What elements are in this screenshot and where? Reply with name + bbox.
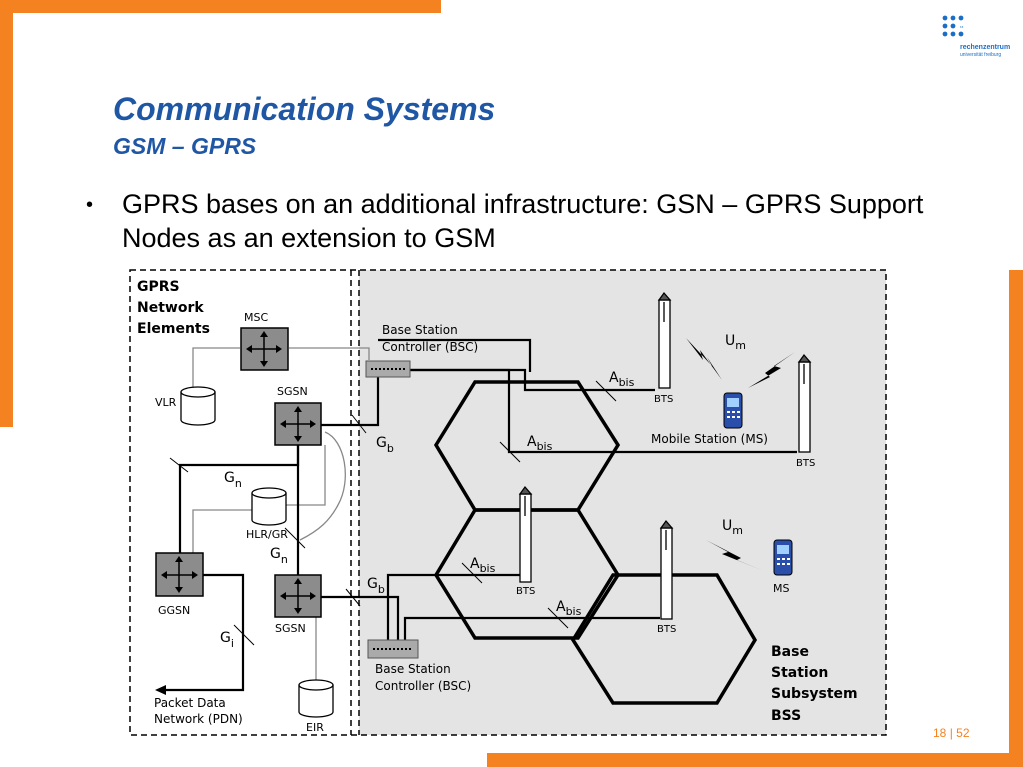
hlr-database-icon (251, 487, 287, 526)
interface-gn-label: Gn (224, 470, 242, 490)
bsc-bottom-label-line-2: Controller (BSC) (375, 679, 471, 693)
interface-um-label: Um (722, 518, 743, 537)
pdn-arrowhead (155, 685, 166, 695)
interface-gn-label: Gn (270, 546, 288, 566)
interface-abis-label: Abis (609, 370, 635, 389)
page-number: 18 | 52 (933, 726, 970, 740)
link-sgsn-arc (299, 431, 346, 541)
slide-title: Communication Systems (113, 91, 496, 127)
link-sgsn-bottom-bsc (321, 595, 400, 640)
link-bsc2-bts-4 (403, 616, 660, 640)
dot-grid-logo-icon: rz (942, 15, 964, 37)
bss-heading-line-2: Station (771, 665, 828, 681)
interface-um-label: Um (725, 333, 746, 352)
gn-mark-center (284, 527, 306, 549)
sgsn-top-node (274, 402, 322, 446)
link-ggsn-pdn (165, 573, 245, 692)
abis-mark-3 (461, 562, 483, 584)
accent-bar-bottom (487, 753, 1023, 767)
bts-label: BTS (654, 394, 673, 405)
eir-label: EIR (306, 721, 324, 734)
pdn-label-line-1: Packet Data (154, 696, 226, 710)
svg-text:rz: rz (960, 24, 963, 29)
bss-heading-line-3: Subsystem (771, 686, 858, 702)
bss-heading-line-4: BSS (771, 708, 801, 724)
link-hlr-gn (192, 509, 255, 553)
bullet-marker: • (86, 194, 94, 216)
gb-mark-top (351, 414, 367, 434)
msc-label: MSC (244, 311, 268, 324)
interface-gb-label: Gb (376, 435, 394, 455)
link-vlr-msc (192, 347, 240, 388)
gprs-heading-line-3: Elements (137, 321, 210, 337)
bts-antenna-icon (657, 291, 672, 389)
sgsn-bottom-label: SGSN (275, 622, 306, 635)
msc-node (240, 327, 289, 371)
interface-gi-label: Gi (220, 630, 234, 650)
link-bsc-msc (378, 338, 532, 372)
gb-mark-bottom (345, 588, 361, 607)
page-separator: | (949, 726, 953, 740)
ms-label: MS (773, 582, 789, 595)
mobile-phone-icon (773, 539, 793, 576)
accent-bar-top (0, 0, 441, 13)
link-sgsn-top-bsc (321, 372, 380, 427)
logo-name: rechenzentrum (960, 44, 1011, 51)
page-current: 18 (933, 726, 947, 740)
mobile-station-label: Mobile Station (MS) (651, 432, 768, 446)
bsc-bottom-node (367, 639, 419, 659)
eir-database-icon (298, 679, 334, 718)
interface-abis-label: Abis (470, 556, 496, 575)
gi-mark (233, 624, 255, 646)
ggsn-label: GGSN (158, 604, 190, 617)
gprs-heading-line-1: GPRS (137, 279, 180, 295)
radio-link-bolt-icon (748, 352, 795, 388)
link-msc-bsc (289, 347, 370, 360)
vlr-database-icon (180, 386, 216, 426)
bts-antenna-icon (518, 485, 533, 583)
radio-link-bolt-icon (686, 338, 722, 380)
gprs-heading-line-2: Network (137, 300, 204, 316)
slide-subtitle: GSM – GPRS (113, 133, 257, 159)
sgsn-top-label: SGSN (277, 385, 308, 398)
bts-antenna-icon (797, 353, 812, 453)
abis-mark-1 (595, 380, 617, 402)
abis-mark-2 (499, 441, 521, 463)
interface-gb-label: Gb (367, 576, 385, 596)
hlr-label: HLR/GR (246, 528, 288, 541)
logo-subtitle: universität freiburg (960, 52, 1002, 58)
interface-abis-label: Abis (556, 599, 582, 618)
accent-bar-right (1009, 270, 1023, 767)
abis-mark-4 (547, 607, 569, 629)
page-total: 52 (956, 726, 970, 740)
bts-label: BTS (657, 624, 676, 635)
link-hlr-sgsn (285, 445, 326, 506)
gn-mark-left (169, 457, 189, 473)
bsc-top-label-line-1: Base Station (382, 323, 458, 337)
bts-label: BTS (796, 458, 815, 469)
pdn-label-line-2: Network (PDN) (154, 712, 243, 726)
bsc-top-label-line-2: Controller (BSC) (382, 340, 478, 354)
vlr-label: VLR (155, 396, 177, 409)
interface-abis-label: Abis (527, 434, 553, 453)
ggsn-node (155, 552, 204, 597)
bts-antenna-icon (659, 519, 674, 620)
bullet-text: GPRS bases on an additional infrastructu… (122, 189, 924, 253)
accent-bar-left (0, 13, 13, 427)
cell-hexagons (433, 380, 758, 705)
link-bsc2-bts-3 (386, 573, 520, 640)
sgsn-bottom-node (274, 574, 322, 618)
bss-region (359, 270, 886, 735)
cell-hexagon-right (570, 573, 758, 705)
mobile-phone-icon (723, 392, 743, 429)
bsc-bottom-label-line-1: Base Station (375, 662, 451, 676)
bts-label: BTS (516, 586, 535, 597)
link-bsc-bts-2 (406, 368, 797, 454)
bss-heading-line-1: Base (771, 644, 809, 660)
bsc-top-node (365, 360, 411, 378)
radio-link-bolt-icon (706, 540, 766, 572)
